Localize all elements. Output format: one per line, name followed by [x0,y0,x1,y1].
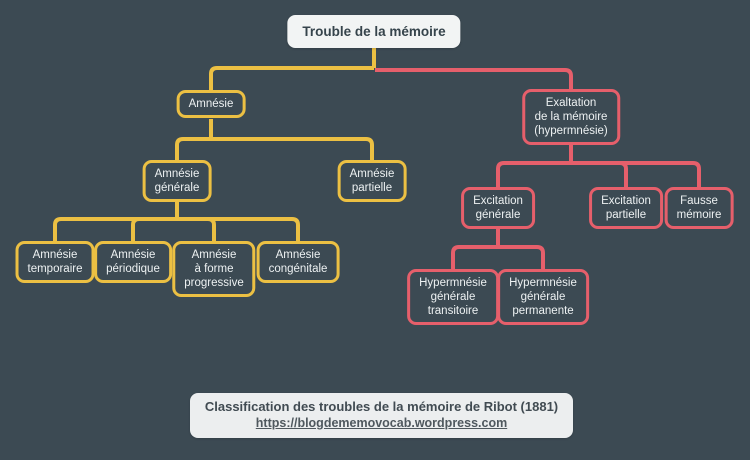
hypermnesia-branch-connectors [375,68,701,269]
connector-generale-to-congenitale [177,217,300,241]
node-amnesie-a-forme-progressive: Amnésie à forme progressive [172,241,256,297]
connector-generale-to-temporaire [53,217,177,241]
node-hypermnesie-generale-transitoire: Hypermnésie générale transitoire [407,269,499,325]
connector-exaltation-to-excitation-generale [496,161,571,187]
node-trouble-de-la-memoire: Trouble de la mémoire [287,15,461,48]
node-amnesie-partielle: Amnésie partielle [337,160,407,202]
node-hypermnesie-generale-permanente: Hypermnésie générale permanente [497,269,589,325]
connector-exaltation-to-fausse-memoire [571,161,701,187]
connector-excitation-to-permanente [498,245,545,269]
caption-card: Classification des troubles de la mémoir… [190,393,573,438]
connector-amnesie-to-partielle [211,137,374,160]
caption-link[interactable]: https://blogdememovocab.wordpress.com [255,416,508,430]
amnesia-branch-connectors [53,48,376,241]
connector-exaltation-to-excitation-partielle [571,161,628,187]
node-amnesie-periodique: Amnésie périodique [94,241,172,283]
node-amnesie: Amnésie [176,90,246,118]
node-excitation-generale: Excitation générale [461,187,535,229]
connector-excitation-to-transitoire [451,245,498,269]
node-amnesie-temporaire: Amnésie temporaire [15,241,95,283]
connector-generale-to-progressive [177,217,216,241]
node-amnesie-generale: Amnésie générale [142,160,212,202]
node-amnesie-congenitale: Amnésie congénitale [256,241,340,283]
connector-root-to-exaltation [375,68,573,89]
connector-generale-to-periodique [131,217,177,241]
caption-title: Classification des troubles de la mémoir… [204,399,559,414]
connector-root-to-amnesie [209,66,374,90]
node-exaltation-de-la-memoire: Exaltation de la mémoire (hypermnésie) [522,89,620,145]
connector-amnesie-to-generale [175,137,211,160]
node-excitation-partielle: Excitation partielle [589,187,663,229]
node-fausse-memoire: Fausse mémoire [664,187,734,229]
